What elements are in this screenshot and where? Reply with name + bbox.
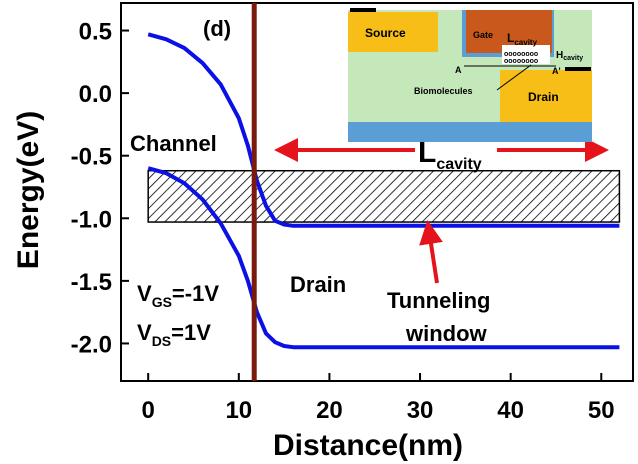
y-tick-label: -0.5 <box>71 144 112 171</box>
inset-gate-label: Gate <box>473 30 493 40</box>
y-tick-label: -2.0 <box>71 331 112 358</box>
drain-label: Drain <box>290 272 346 297</box>
conduction-band-line <box>147 32 620 228</box>
inset-l-main: L <box>507 31 514 45</box>
vds-val: =1V <box>171 320 211 345</box>
y-tick-label: -1.5 <box>71 269 112 296</box>
inset-source-contact <box>350 8 376 12</box>
inset-drain-contact <box>565 67 591 71</box>
vds-sub: DS <box>152 333 171 349</box>
x-axis-title: Distance(nm) <box>273 429 463 462</box>
lcavity-sub: cavity <box>436 156 481 173</box>
y-axis-title: Energy(eV) <box>12 111 45 269</box>
inset-biomolecule-pattern-2: oooooooo <box>504 58 538 65</box>
vgs-label: VGS=-1V <box>137 281 219 310</box>
inset-a-left-label: A <box>455 65 462 75</box>
inset-l-sub: cavity <box>514 38 537 47</box>
x-tick-label: 20 <box>316 397 343 424</box>
y-axis: 0.5 0.0 -0.5 -1.0 -1.5 -2.0 <box>71 19 129 358</box>
inset-cavity <box>502 45 550 64</box>
inset-lcavity-label: Lcavity <box>507 31 538 47</box>
device-inset: Source Gate Lcavity oooooooo oooooooo Hc… <box>348 8 592 142</box>
inset-biomolecules-label: Biomolecules <box>414 86 473 96</box>
inset-source-label: Source <box>365 26 406 40</box>
x-tick-label: 30 <box>407 397 434 424</box>
y-tick-label: 0.0 <box>79 81 112 108</box>
lcavity-main: L <box>418 136 436 169</box>
x-tick-label: 10 <box>225 397 252 424</box>
vgs-val: =-1V <box>172 281 219 306</box>
inset-h-main: H <box>556 50 563 61</box>
series-layer <box>147 32 620 350</box>
tunneling-label-line1: Tunneling <box>387 288 490 313</box>
plot-frame <box>120 2 634 382</box>
lcavity-label: Lcavity <box>418 136 482 173</box>
vgs-main: V <box>137 281 152 306</box>
x-axis: 0 10 20 30 40 50 <box>142 373 615 424</box>
vds-label: VDS=1V <box>137 320 211 349</box>
inset-drain <box>500 70 592 122</box>
x-tick-label: 50 <box>588 397 615 424</box>
vgs-sub: GS <box>152 294 172 310</box>
x-tick-label: 40 <box>497 397 524 424</box>
inset-hcavity-label: Hcavity <box>556 50 583 62</box>
y-tick-label: -1.0 <box>71 206 112 233</box>
tunneling-arrow <box>419 220 443 284</box>
inset-a-right-label: A' <box>552 66 561 76</box>
tunneling-window-region <box>147 169 621 223</box>
channel-label: Channel <box>130 131 217 156</box>
inset-biomolecule-pattern: oooooooo <box>504 51 538 58</box>
inset-drain-label: Drain <box>528 90 559 104</box>
inset-source <box>348 12 438 52</box>
inset-biomolecules-pointer <box>496 64 532 91</box>
y-tick-label: 0.5 <box>79 19 112 46</box>
panel-label: (d) <box>203 16 231 41</box>
inset-h-sub: cavity <box>563 55 583 62</box>
inset-substrate <box>348 122 592 142</box>
tunneling-label-line2: window <box>405 321 488 346</box>
vds-main: V <box>137 320 152 345</box>
x-tick-label: 0 <box>142 397 155 424</box>
valence-band-line <box>147 166 620 350</box>
